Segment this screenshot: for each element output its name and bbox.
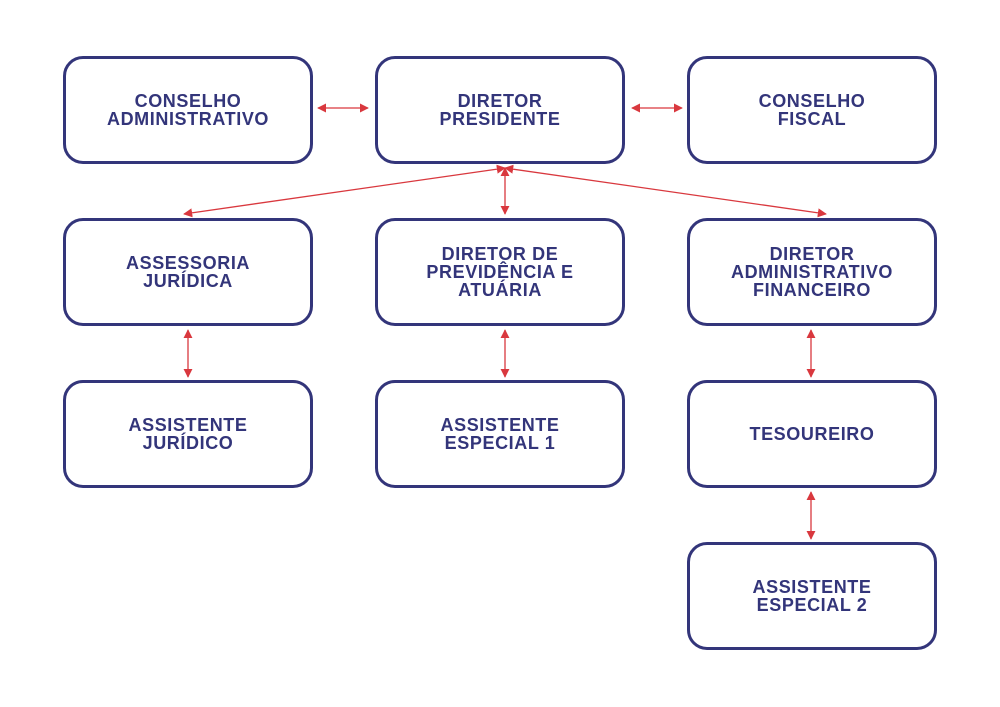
node-conselho-administrativo: CONSELHO ADMINISTRATIVO xyxy=(63,56,313,164)
node-label: DIRETOR ADMINISTRATIVO FINANCEIRO xyxy=(730,244,894,300)
node-label: DIRETOR PRESIDENTE xyxy=(439,91,561,129)
node-label: ASSISTENTE ESPECIAL 2 xyxy=(752,577,872,615)
connector-presidente-adm-financeiro xyxy=(504,164,827,218)
node-assistente-juridico: ASSISTENTE JURÍDICO xyxy=(63,380,313,488)
node-diretor-presidente: DIRETOR PRESIDENTE xyxy=(375,56,625,164)
node-conselho-fiscal: CONSELHO FISCAL xyxy=(687,56,937,164)
node-label: CONSELHO FISCAL xyxy=(758,91,866,129)
node-tesoureiro: TESOUREIRO xyxy=(687,380,937,488)
node-diretor-previdencia: DIRETOR DE PREVIDÊNCIA E ATUÁRIA xyxy=(375,218,625,326)
node-label: DIRETOR DE PREVIDÊNCIA E ATUÁRIA xyxy=(426,244,574,300)
node-label: TESOUREIRO xyxy=(749,424,875,444)
node-label: ASSISTENTE ESPECIAL 1 xyxy=(440,415,560,453)
node-assessoria-juridica: ASSESSORIA JURÍDICA xyxy=(63,218,313,326)
node-assistente-especial-1: ASSISTENTE ESPECIAL 1 xyxy=(375,380,625,488)
connector-presidente-assessoria xyxy=(183,164,506,218)
node-label: ASSESSORIA JURÍDICA xyxy=(125,253,251,291)
node-assistente-especial-2: ASSISTENTE ESPECIAL 2 xyxy=(687,542,937,650)
node-diretor-adm-financeiro: DIRETOR ADMINISTRATIVO FINANCEIRO xyxy=(687,218,937,326)
node-label: ASSISTENTE JURÍDICO xyxy=(128,415,248,453)
node-label: CONSELHO ADMINISTRATIVO xyxy=(106,91,270,129)
